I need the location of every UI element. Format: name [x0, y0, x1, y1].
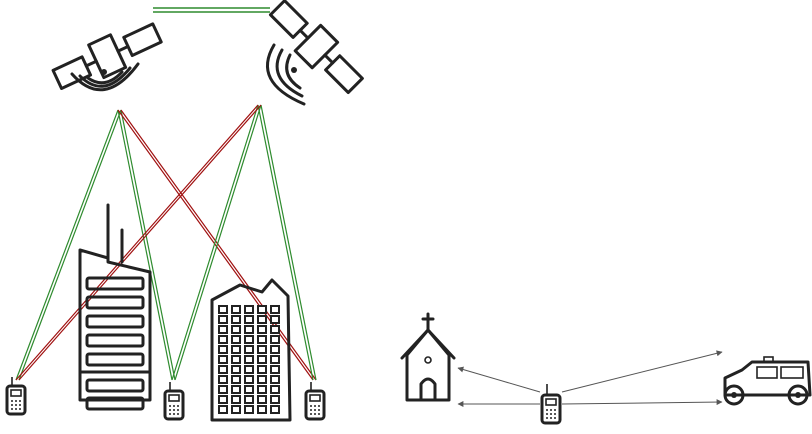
office-window [232, 306, 240, 313]
office-window [271, 406, 279, 413]
office-window [245, 336, 253, 343]
office-window [232, 356, 240, 363]
office-window [258, 306, 266, 313]
office-window [271, 306, 279, 313]
office-window [245, 326, 253, 333]
office-window [245, 316, 253, 323]
skyscraper-icon [80, 205, 150, 409]
office-window [271, 356, 279, 363]
office-window [232, 376, 240, 383]
church-icon [402, 314, 454, 400]
office-window [232, 386, 240, 393]
office-window [232, 326, 240, 333]
office-window [245, 346, 253, 353]
office-window [271, 346, 279, 353]
radio-icon [165, 382, 183, 419]
office-window [258, 376, 266, 383]
office-window [245, 386, 253, 393]
satellite-icon [265, 0, 368, 98]
office-window [219, 316, 227, 323]
office-window [258, 356, 266, 363]
office-window [219, 336, 227, 343]
satellite-link [153, 8, 270, 12]
office-window [219, 376, 227, 383]
office-window [219, 306, 227, 313]
ranging-arrows [458, 352, 722, 404]
office-window [245, 366, 253, 373]
office-window [271, 316, 279, 323]
office-windows [219, 306, 279, 413]
office-window [219, 406, 227, 413]
radio-icon [306, 382, 324, 419]
office-window [232, 316, 240, 323]
office-window [245, 376, 253, 383]
office-window [232, 396, 240, 403]
office-window [232, 336, 240, 343]
office-window [219, 366, 227, 373]
office-window [258, 316, 266, 323]
office-window [271, 386, 279, 393]
skyscraper-windows [87, 278, 143, 409]
office-window [245, 306, 253, 313]
office-window [232, 346, 240, 353]
office-window [258, 366, 266, 373]
car-icon [725, 357, 810, 404]
office-window [271, 336, 279, 343]
office-window [258, 406, 266, 413]
office-window [271, 396, 279, 403]
office-building-icon [212, 280, 290, 420]
office-window [219, 356, 227, 363]
office-window [258, 326, 266, 333]
office-window [258, 336, 266, 343]
office-window [245, 406, 253, 413]
office-window [271, 376, 279, 383]
office-window [271, 366, 279, 373]
office-window [219, 396, 227, 403]
office-window [245, 356, 253, 363]
office-window [271, 326, 279, 333]
office-window [258, 396, 266, 403]
radio-icon [542, 384, 560, 423]
office-window [219, 346, 227, 353]
office-window [219, 386, 227, 393]
radio-icon [7, 377, 25, 414]
office-window [232, 406, 240, 413]
office-window [219, 326, 227, 333]
office-window [258, 346, 266, 353]
office-window [258, 386, 266, 393]
office-window [232, 366, 240, 373]
office-window [245, 396, 253, 403]
